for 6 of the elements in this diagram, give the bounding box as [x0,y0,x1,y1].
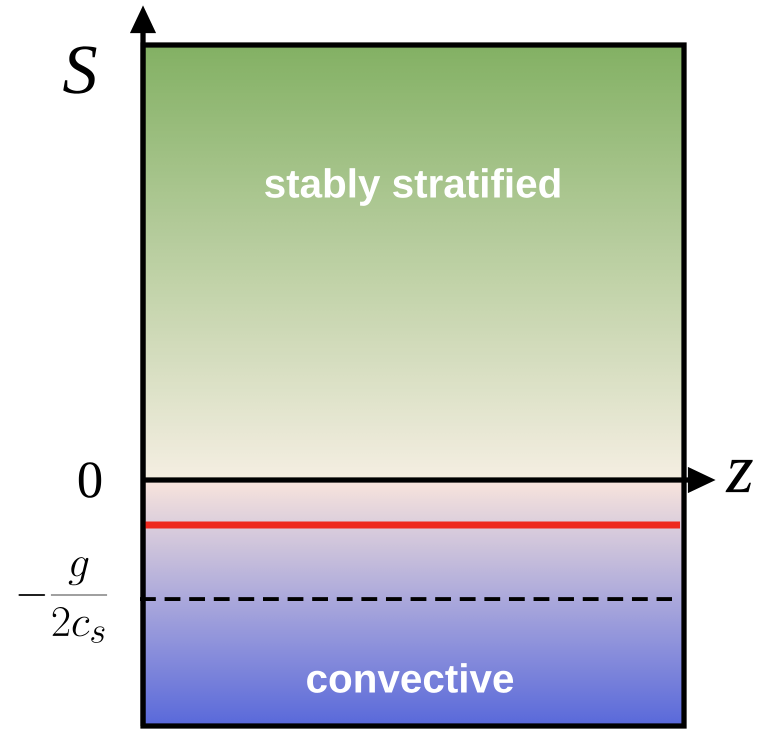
region-label: convective [307,663,514,693]
region-label: stably stratified [265,168,560,206]
axis-label: z [726,460,753,492]
axis-label: S [63,46,96,94]
tick-label: 0 [78,462,102,498]
tick-label: $-\frac{g}{2c_s}$ [18,557,108,643]
